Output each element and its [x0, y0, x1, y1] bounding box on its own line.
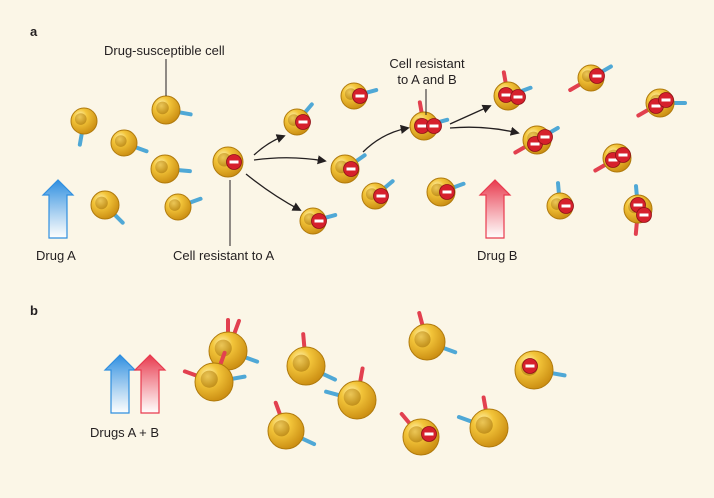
lineage-arrow-1	[253, 134, 286, 156]
cell-nucleus	[292, 354, 310, 372]
lineage-arrow-4	[362, 124, 410, 153]
resistant-ab-cell	[513, 125, 560, 155]
panel-a-label: a	[30, 24, 38, 39]
no-entry-bar	[651, 104, 661, 108]
panel-b-label: b	[30, 303, 38, 318]
resistant-ab-cell	[493, 70, 533, 111]
resistant-ab-cell	[623, 184, 653, 236]
resistant-a-cell	[426, 177, 466, 207]
no-entry-bar	[618, 153, 628, 157]
no-entry-bar	[417, 124, 427, 128]
no-entry-bar	[376, 194, 386, 198]
no-entry-bar	[424, 432, 434, 436]
no-entry-bar	[513, 95, 523, 99]
label-resistant-ab-line1: Cell resistant	[389, 56, 465, 71]
no-entry-bar	[530, 142, 540, 146]
resistant-ab-cell	[546, 181, 574, 220]
resistant-a-cell	[361, 179, 395, 210]
cell-nucleus	[74, 113, 87, 125]
cell-combo	[324, 366, 377, 420]
cell-nucleus	[114, 135, 127, 147]
resistant-ab-cell	[409, 100, 450, 141]
cell-nucleus	[475, 416, 493, 434]
resistant-a-cell	[283, 102, 314, 136]
susceptible-cell	[151, 95, 193, 125]
drug-a-arrow	[41, 179, 75, 239]
susceptible-cell	[110, 129, 149, 157]
cell-combo	[408, 311, 458, 361]
label-drug-b: Drug B	[477, 248, 518, 263]
no-entry-bar	[501, 93, 511, 97]
resistant-a-cell	[340, 82, 379, 110]
no-entry-bar	[661, 98, 671, 102]
no-entry-bar	[298, 120, 308, 124]
cell-nucleus	[156, 101, 169, 115]
cell-nucleus	[343, 388, 361, 406]
cell-nucleus	[273, 420, 290, 437]
cell-nucleus	[95, 196, 108, 210]
resistant-a-cell	[212, 146, 244, 178]
drugs-ab-arrow-b	[133, 354, 167, 414]
no-entry-bar	[429, 124, 439, 128]
no-entry-bar	[633, 203, 643, 207]
lineage-arrow-3	[245, 173, 302, 211]
susceptible-cell	[70, 107, 98, 147]
resistant-a-cell	[330, 153, 367, 184]
no-entry-bar	[355, 94, 365, 98]
no-entry-bar	[592, 74, 602, 78]
no-entry-bar	[639, 213, 649, 217]
no-entry-bar	[608, 158, 618, 162]
lineage-arrow-2	[253, 155, 327, 165]
no-entry-bar	[346, 167, 356, 171]
cell-combo	[182, 350, 247, 402]
lineage-arrow-6	[449, 126, 520, 136]
cell-combo	[208, 318, 260, 371]
cell-combo	[267, 400, 317, 450]
cell-nucleus	[200, 370, 218, 388]
cell-nucleus	[155, 160, 168, 174]
cell-nucleus	[214, 339, 232, 357]
resistant-ab-cell	[593, 143, 632, 173]
cell-nucleus	[414, 331, 431, 348]
cell-combo	[286, 332, 338, 386]
cell-resistant-a-combo	[399, 412, 440, 456]
resistant-ab-cell	[636, 88, 687, 118]
label-resistant-a: Cell resistant to A	[173, 248, 275, 263]
label-drugs-ab: Drugs A + B	[90, 425, 160, 440]
no-entry-bar	[561, 204, 571, 208]
no-entry-bar	[229, 160, 239, 164]
resistant-ab-cell	[568, 64, 613, 92]
no-entry-bar	[540, 135, 550, 139]
susceptible-cell	[150, 154, 192, 184]
no-entry-bar	[525, 364, 535, 368]
susceptible-cell	[90, 190, 125, 225]
drugs-ab-arrow-a	[103, 354, 137, 414]
drug-b-arrow	[478, 179, 512, 239]
cell-combo	[456, 395, 509, 448]
no-entry-bar	[442, 190, 452, 194]
resistant-a-cell	[299, 207, 338, 235]
cell-nucleus	[408, 426, 425, 443]
susceptible-cell	[164, 193, 203, 221]
label-drug-susceptible-cell: Drug-susceptible cell	[104, 43, 225, 58]
label-resistant-ab-line2: to A and B	[397, 72, 457, 87]
cell-nucleus	[168, 199, 181, 211]
no-entry-bar	[314, 219, 324, 223]
cell-resistant-a-combo	[514, 350, 567, 390]
lineage-arrow-5	[449, 104, 492, 125]
label-drug-a: Drug A	[36, 248, 76, 263]
